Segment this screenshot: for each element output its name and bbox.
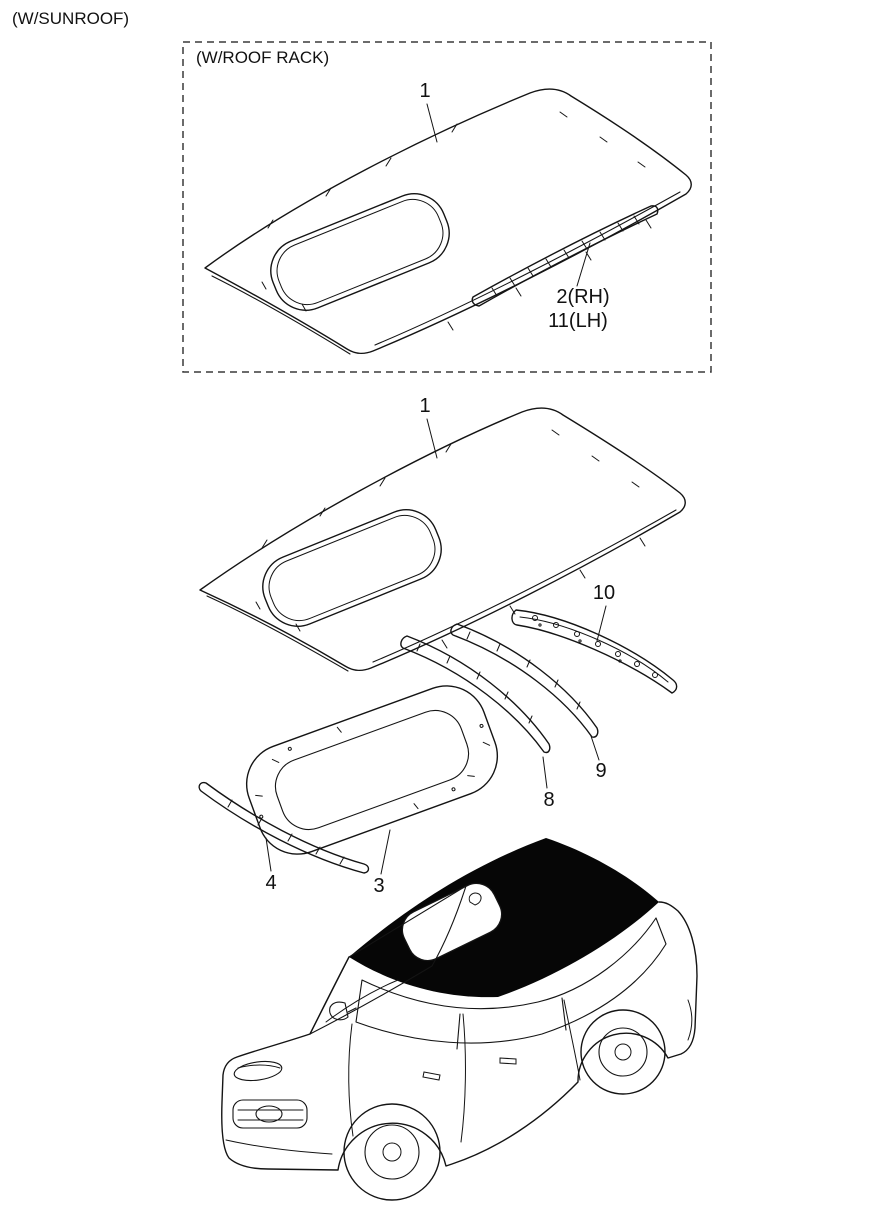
main-roof-panel-outline — [199, 407, 686, 672]
inset-sunroof-opening — [270, 193, 450, 311]
brand-logo-badge — [255, 1105, 283, 1123]
vehicle-sunroof-cutout — [401, 882, 503, 962]
grille-slats — [237, 1109, 304, 1121]
rear-roof-rail-holes — [532, 615, 658, 678]
main-roof-panel-edge-detail — [206, 509, 677, 672]
callout-bow-rear: 9 — [595, 760, 606, 782]
leader-line-rack-panel — [426, 103, 438, 143]
c-pillar-line — [561, 997, 567, 1031]
leader-line-rail-front — [265, 837, 272, 872]
leader-line-roof-panel — [426, 418, 438, 459]
leader-line-bow-rear — [590, 735, 600, 761]
main-sunroof-opening — [262, 509, 442, 627]
roof-bow-rear-outline — [450, 623, 599, 738]
grille — [232, 1099, 308, 1129]
inset-panel-weld-marks — [261, 111, 652, 331]
side-mirror — [329, 1001, 357, 1021]
roof-rack-rail-outline — [471, 205, 659, 307]
roof-bow-front — [400, 635, 551, 754]
callout-roof-panel: 1 — [419, 395, 430, 417]
main-panel-weld-marks — [255, 429, 646, 649]
leader-line-sunroof-frame — [380, 829, 391, 875]
sunroof-frame-outer — [245, 685, 499, 855]
roof-bow-rear-hatching — [466, 631, 581, 710]
front-door-line — [348, 1023, 354, 1137]
roof-rack-rail — [471, 205, 659, 307]
headlight-detail — [237, 1064, 281, 1069]
leader-line-bow-front — [542, 756, 548, 789]
headlight — [233, 1060, 283, 1082]
front-roof-rail-outline — [198, 781, 370, 874]
door-handle-rear — [499, 1057, 517, 1065]
callout-rack-rail-lh: 11(LH) — [548, 310, 608, 332]
sliding-door-line — [563, 999, 581, 1081]
vehicle-illustration — [221, 838, 698, 1201]
callout-rail-front: 4 — [265, 872, 276, 894]
front-roof-rail — [198, 781, 370, 874]
sunroof-frame — [245, 685, 499, 855]
front-wheel — [343, 1103, 441, 1201]
leader-line-rack-rail — [576, 242, 591, 287]
roof-bow-front-outline — [400, 635, 551, 754]
roof-bow-front-hatching — [416, 643, 533, 724]
callout-rail-rear: 10 — [593, 582, 615, 604]
main-roof-panel — [199, 407, 686, 672]
callout-sunroof-frame: 3 — [373, 875, 384, 897]
front-roof-rail-hatching — [227, 799, 345, 865]
vehicle-body-outline — [221, 901, 698, 1171]
roof-rack-rail-hatching — [491, 215, 640, 297]
main-roof-assembly: 1 10 9 8 — [198, 395, 686, 897]
b-pillar-line — [456, 1013, 461, 1050]
vehicle-side-windows — [355, 917, 667, 1044]
inset-label: (W/ROOF RACK) — [196, 48, 329, 67]
rear-wheel — [580, 1009, 666, 1095]
sunroof-frame-inner — [274, 709, 470, 831]
windshield-wiper-line — [325, 979, 399, 1023]
inset-roof-panel — [204, 88, 692, 355]
inset-sunroof-opening-flange — [276, 198, 444, 306]
leader-line-rail-rear — [596, 605, 607, 642]
rear-roof-rail-outline — [511, 609, 678, 694]
front-door-rear-line — [460, 1013, 466, 1143]
callout-bow-front: 8 — [543, 789, 554, 811]
taillight-edge — [687, 999, 693, 1041]
main-sunroof-opening-flange — [268, 514, 436, 622]
callout-rack-rail-rh: 2(RH) — [556, 286, 609, 308]
roof-rack-inset: (W/ROOF RACK) 1 2(RH) 11(LH) — [182, 41, 712, 373]
door-handle-front — [422, 1071, 441, 1081]
far-side-mirror — [468, 892, 482, 906]
inset-roof-panel-outline — [204, 88, 692, 355]
inset-roof-panel-edge-detail — [211, 191, 681, 355]
variant-label: (W/SUNROOF) — [12, 9, 129, 28]
sunroof-frame-marks — [255, 726, 491, 810]
callout-rack-roof-panel: 1 — [419, 80, 430, 102]
vehicle-roof-blackout — [349, 838, 659, 998]
bumper-crease — [225, 1139, 333, 1155]
roof-bow-rear — [450, 623, 599, 738]
inset-dashed-border — [182, 41, 712, 373]
